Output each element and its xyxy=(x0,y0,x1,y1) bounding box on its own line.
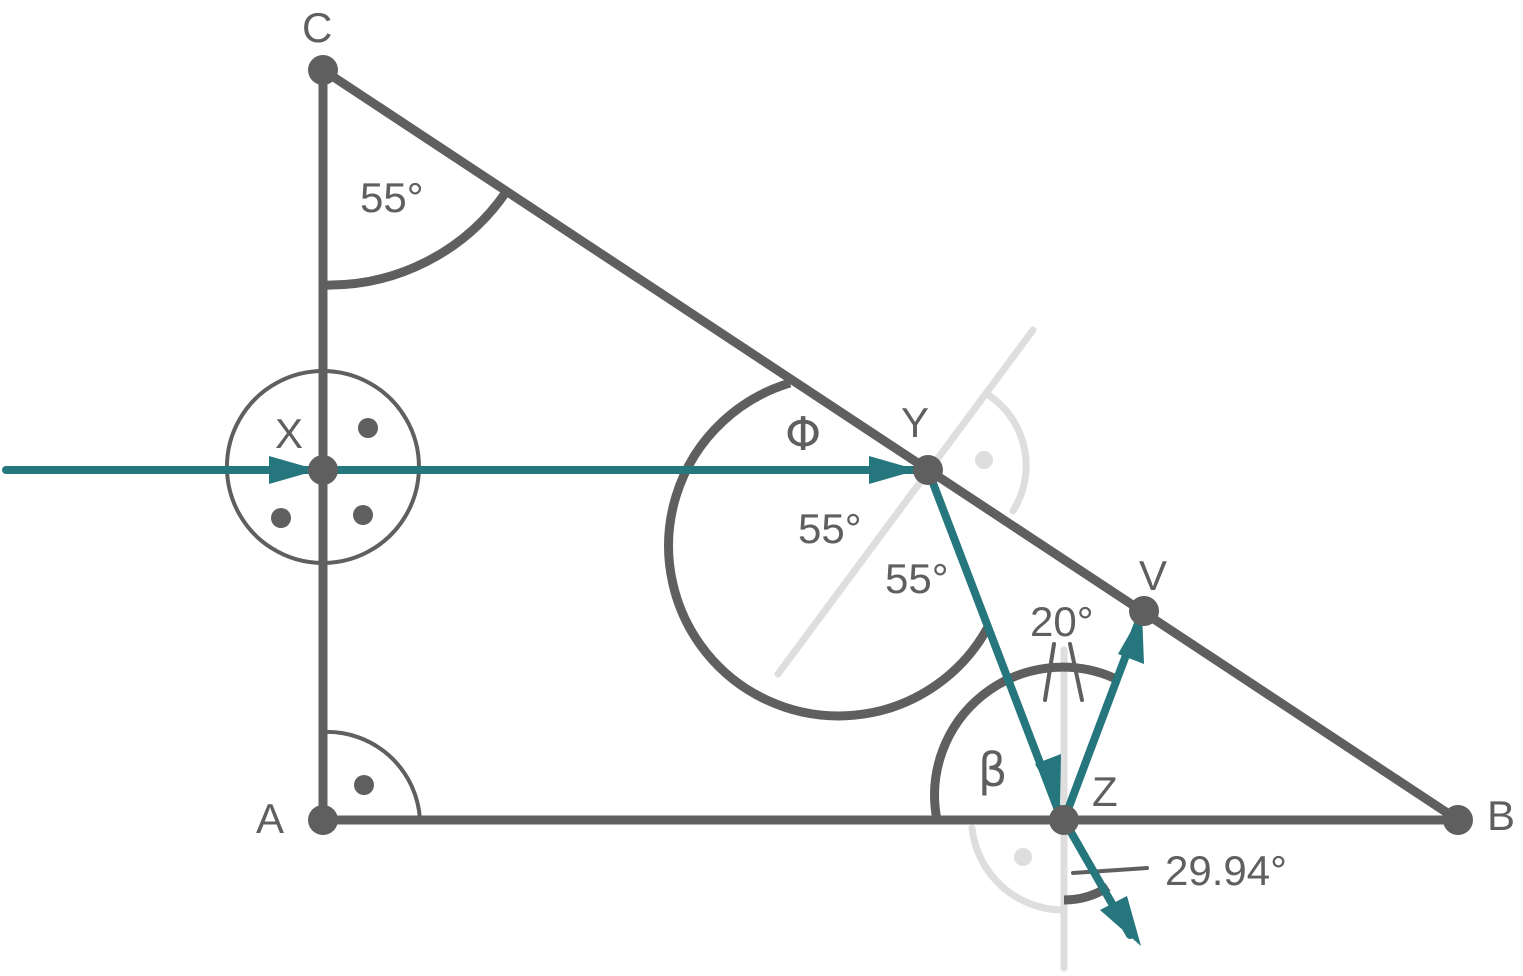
label-a: A xyxy=(256,795,284,842)
right-angle-arc-at-z xyxy=(968,824,1066,914)
label-c: C xyxy=(302,4,332,51)
label-z: Z xyxy=(1092,768,1118,815)
point-c xyxy=(308,55,338,85)
label-x: X xyxy=(275,410,303,457)
full-circle-marker-x xyxy=(225,369,421,565)
right-angle-dot-at-z xyxy=(1014,848,1032,866)
arrow-exit xyxy=(1100,896,1141,946)
marker-dot-x-upper-right xyxy=(358,418,378,438)
side-cb xyxy=(318,65,1463,825)
angle-arc-c xyxy=(322,189,510,290)
point-z xyxy=(1049,805,1079,835)
tick-20deg-left xyxy=(1043,642,1056,702)
angle-arc-phi xyxy=(664,378,992,721)
arrow-x-to-y xyxy=(869,456,918,484)
arrow-y-to-z xyxy=(1035,754,1061,808)
tick-20deg-right xyxy=(1068,642,1084,702)
thin-markers xyxy=(225,369,1149,875)
arrow-incoming xyxy=(269,456,318,484)
angle-label-y-incidence: 55° xyxy=(798,505,862,552)
marker-dot-a xyxy=(354,775,374,795)
light-path xyxy=(2,456,1144,946)
marker-dot-x-lower-right xyxy=(353,505,373,525)
point-a xyxy=(308,805,338,835)
arrow-z-to-v xyxy=(1118,612,1144,664)
right-angle-arc-a xyxy=(321,729,422,822)
right-angle-arc-at-y xyxy=(986,392,1030,515)
point-b xyxy=(1443,805,1473,835)
marker-dot-x-lower-left xyxy=(271,508,291,528)
label-y: Y xyxy=(901,399,929,446)
point-x xyxy=(308,455,338,485)
triangle-abc xyxy=(318,65,1463,825)
vertices xyxy=(308,55,1473,835)
right-angle-dot-at-y xyxy=(975,451,993,469)
label-b: B xyxy=(1487,792,1515,839)
leader-29-94deg xyxy=(1071,866,1149,875)
angle-label-z-small: 20° xyxy=(1030,598,1094,645)
angle-label-beta: β xyxy=(978,743,1007,797)
angle-label-z-exit: 29.94° xyxy=(1165,847,1287,894)
normal-line-at-y xyxy=(774,326,1037,678)
angle-label-c: 55° xyxy=(360,174,424,221)
angle-label-y-reflection: 55° xyxy=(885,555,949,602)
marker-dots xyxy=(271,418,378,795)
angle-label-phi: Φ xyxy=(785,407,821,461)
angle-arc-beta xyxy=(930,662,1116,821)
label-v: V xyxy=(1139,552,1167,599)
point-y xyxy=(913,455,943,485)
ray-y-to-z xyxy=(924,466,1062,814)
point-v xyxy=(1129,596,1159,626)
